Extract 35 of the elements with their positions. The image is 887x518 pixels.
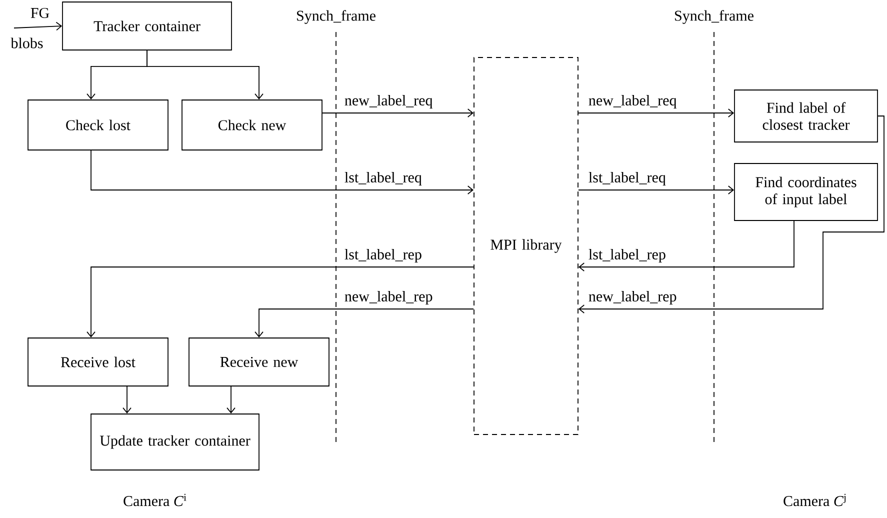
process-box: Check lost (28, 100, 168, 150)
edge-label: lst_label_rep (587, 248, 667, 264)
arrow (226, 386, 236, 414)
process-box: Check new (182, 100, 322, 150)
process-box: Find label of closest tracker (734, 90, 878, 142)
arrow (578, 116, 884, 314)
edge-label: lst_label_req (343, 170, 423, 187)
arrow (146, 50, 264, 100)
arrow (578, 186, 734, 194)
camera-caption: Camera C$^{j}$ (784, 494, 846, 506)
process-box: Tracker container (62, 2, 232, 50)
edge-label: new_label_req (343, 94, 434, 110)
library-box: MPI library (474, 57, 578, 435)
lane-heading: Synch_frame (675, 10, 754, 24)
arrow (90, 150, 474, 194)
edge-label: new_label_rep (587, 290, 678, 306)
camera-caption: Camera C$^{i}$ (124, 494, 186, 506)
lane-heading: Synch_frame (297, 10, 376, 24)
edge-label: lst_label_req (587, 170, 667, 187)
arrow (86, 266, 474, 338)
edge-label: new_label_req (587, 94, 678, 110)
process-box: Receive new (188, 338, 330, 386)
arrow (322, 108, 474, 118)
arrow (578, 108, 734, 118)
process-box: Find coordinates of input label (734, 163, 878, 221)
input-label: FG (30, 8, 50, 18)
arrow (14, 22, 62, 31)
arrow (254, 308, 474, 338)
arrow (578, 220, 794, 272)
arrow (122, 386, 132, 414)
process-box: Update tracker container (90, 414, 260, 470)
input-label: blobs (10, 38, 43, 48)
edge-label: lst_label_rep (343, 248, 423, 264)
process-box: Receive lost (28, 338, 168, 386)
edge-label: new_label_rep (343, 290, 434, 306)
